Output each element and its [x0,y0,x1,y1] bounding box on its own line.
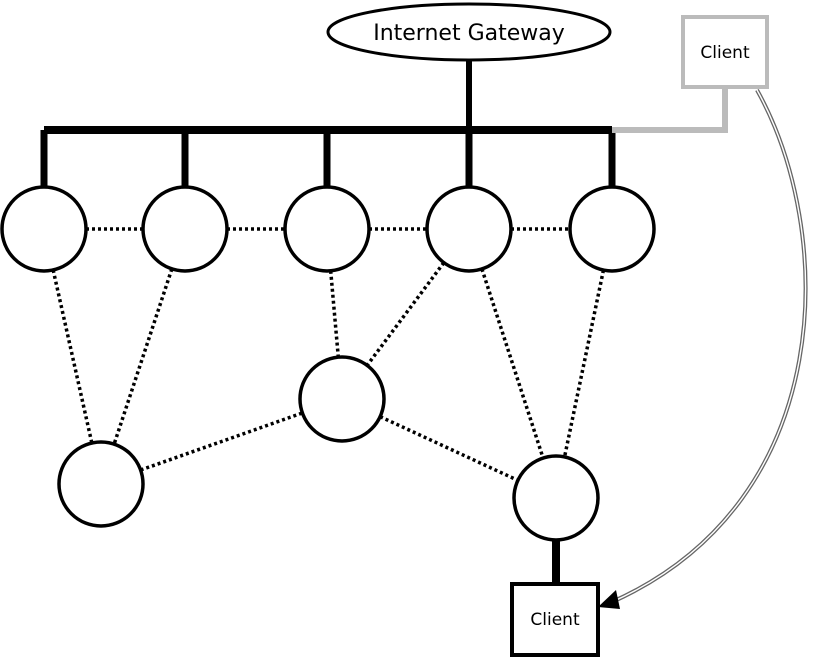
client-roaming-label: Client [700,43,750,63]
mesh-link-n3-n6 [325,228,344,400]
client-attached-label: Client [530,610,580,630]
mesh-nodes [0,185,656,542]
gateway-label: Internet Gateway [373,21,565,46]
node-n5-backbone [568,185,656,273]
node-n3-backbone [283,185,371,273]
mesh-link-n2-n7 [99,228,187,485]
wired-backbone [40,58,616,188]
node-n8-mesh [512,454,600,542]
node-n2-backbone [141,185,229,273]
arrowhead-icon [598,590,620,609]
mesh-link-n4-n8 [467,228,558,499]
internet-gateway: Internet Gateway [326,2,612,62]
node-n7-mesh [57,440,145,528]
client-roaming-box [681,15,769,89]
roaming-client-link [612,88,728,133]
mesh-link-n5-n8 [554,228,614,499]
client-attached: Client [510,582,600,657]
node-n6-mesh [298,355,386,443]
handoff-arrow [598,89,808,609]
client-roaming: Client [681,15,769,89]
node-n4-backbone [425,185,513,273]
node-n1-backbone [0,185,88,273]
client-attached-box [510,582,600,657]
gateway-ellipse [326,2,612,62]
